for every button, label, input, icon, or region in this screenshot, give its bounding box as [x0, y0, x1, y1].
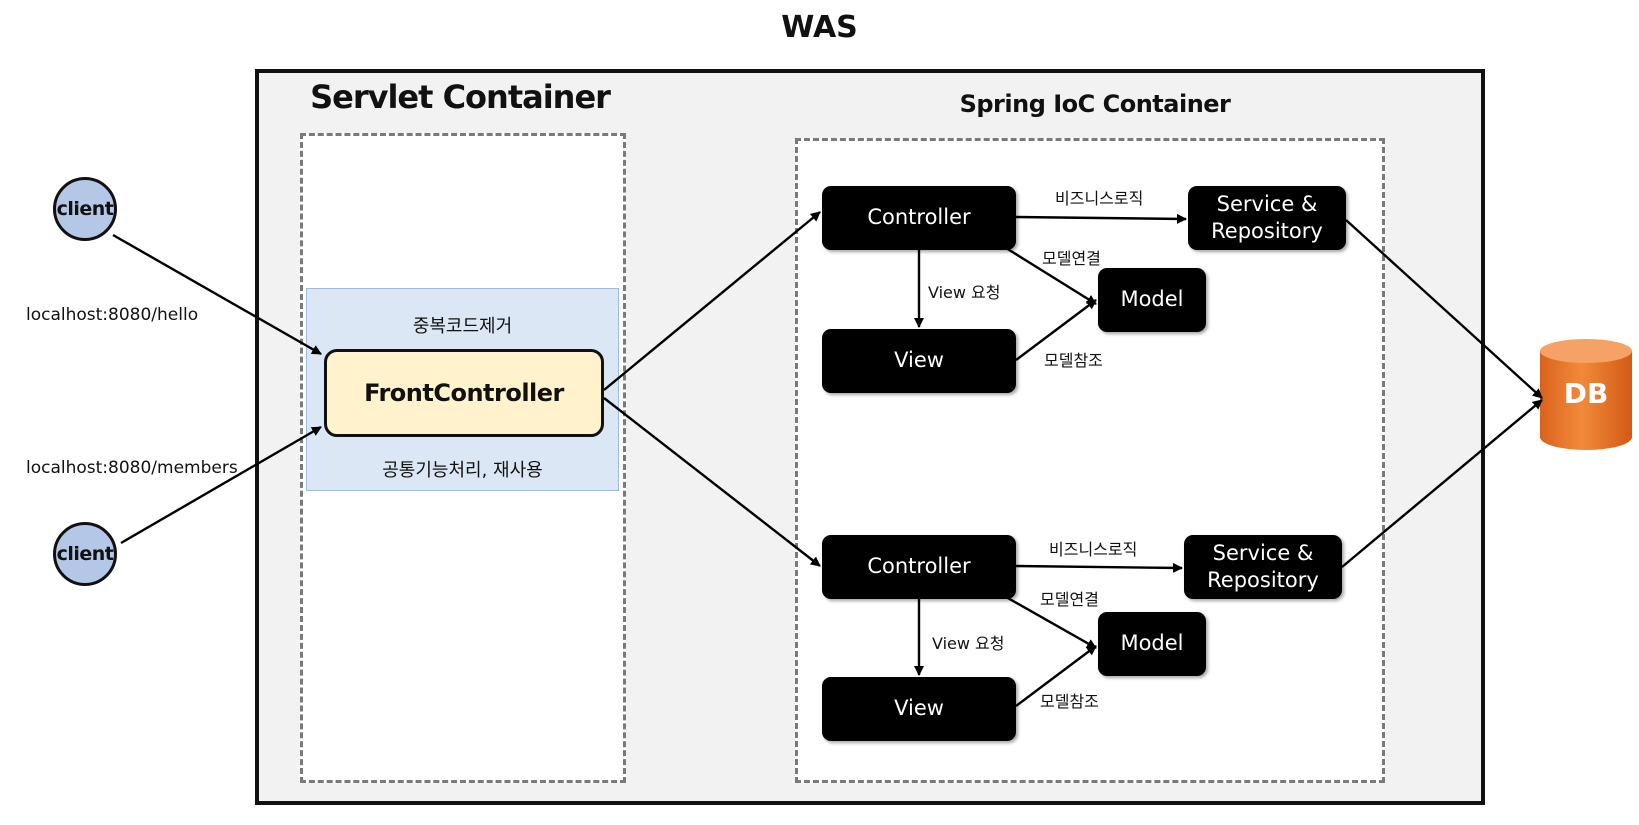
service-repository-line1: Service & [1216, 191, 1318, 216]
model-node: Model [1098, 268, 1206, 332]
controller-node: Controller [822, 186, 1016, 250]
business-logic-label: 비즈니스로직 [1049, 540, 1138, 559]
service-repository-line2: Repository [1207, 568, 1319, 592]
view-request-label: View 요청 [928, 283, 1001, 302]
database-label: DB [1563, 377, 1609, 410]
front-controller-zone-top-label: 중복코드제거 [412, 316, 513, 337]
client-node: client [53, 522, 117, 586]
view-request-label: View 요청 [932, 634, 1005, 653]
service-repository-node: Service & Repository [1184, 535, 1342, 599]
business-logic-label: 비즈니스로직 [1055, 189, 1144, 208]
service-repository-line2: Repository [1211, 219, 1323, 243]
model-node: Model [1098, 612, 1206, 676]
model-link-label: 모델연결 [1042, 249, 1101, 268]
controller-node: Controller [822, 535, 1016, 599]
model-reference-label: 모델참조 [1044, 351, 1103, 370]
front-controller-zone-bottom-label: 공통기능처리, 재사용 [382, 460, 543, 481]
client-url-label: localhost:8080/members [26, 458, 238, 478]
client-url-label: localhost:8080/hello [26, 305, 199, 325]
model-link-label: 모델연결 [1040, 590, 1099, 609]
view-node: View [822, 329, 1016, 393]
was-title: WAS [781, 10, 858, 45]
front-controller-node: FrontController [324, 349, 604, 437]
model-reference-label: 모델참조 [1040, 692, 1099, 711]
client-node: client [53, 177, 117, 241]
service-repository-node: Service & Repository [1188, 186, 1346, 250]
spring-container-title: Spring IoC Container [959, 90, 1231, 118]
database-cylinder [1540, 339, 1632, 450]
servlet-container-title: Servlet Container [310, 78, 611, 116]
service-repository-line1: Service & [1212, 540, 1314, 565]
view-node: View [822, 677, 1016, 741]
